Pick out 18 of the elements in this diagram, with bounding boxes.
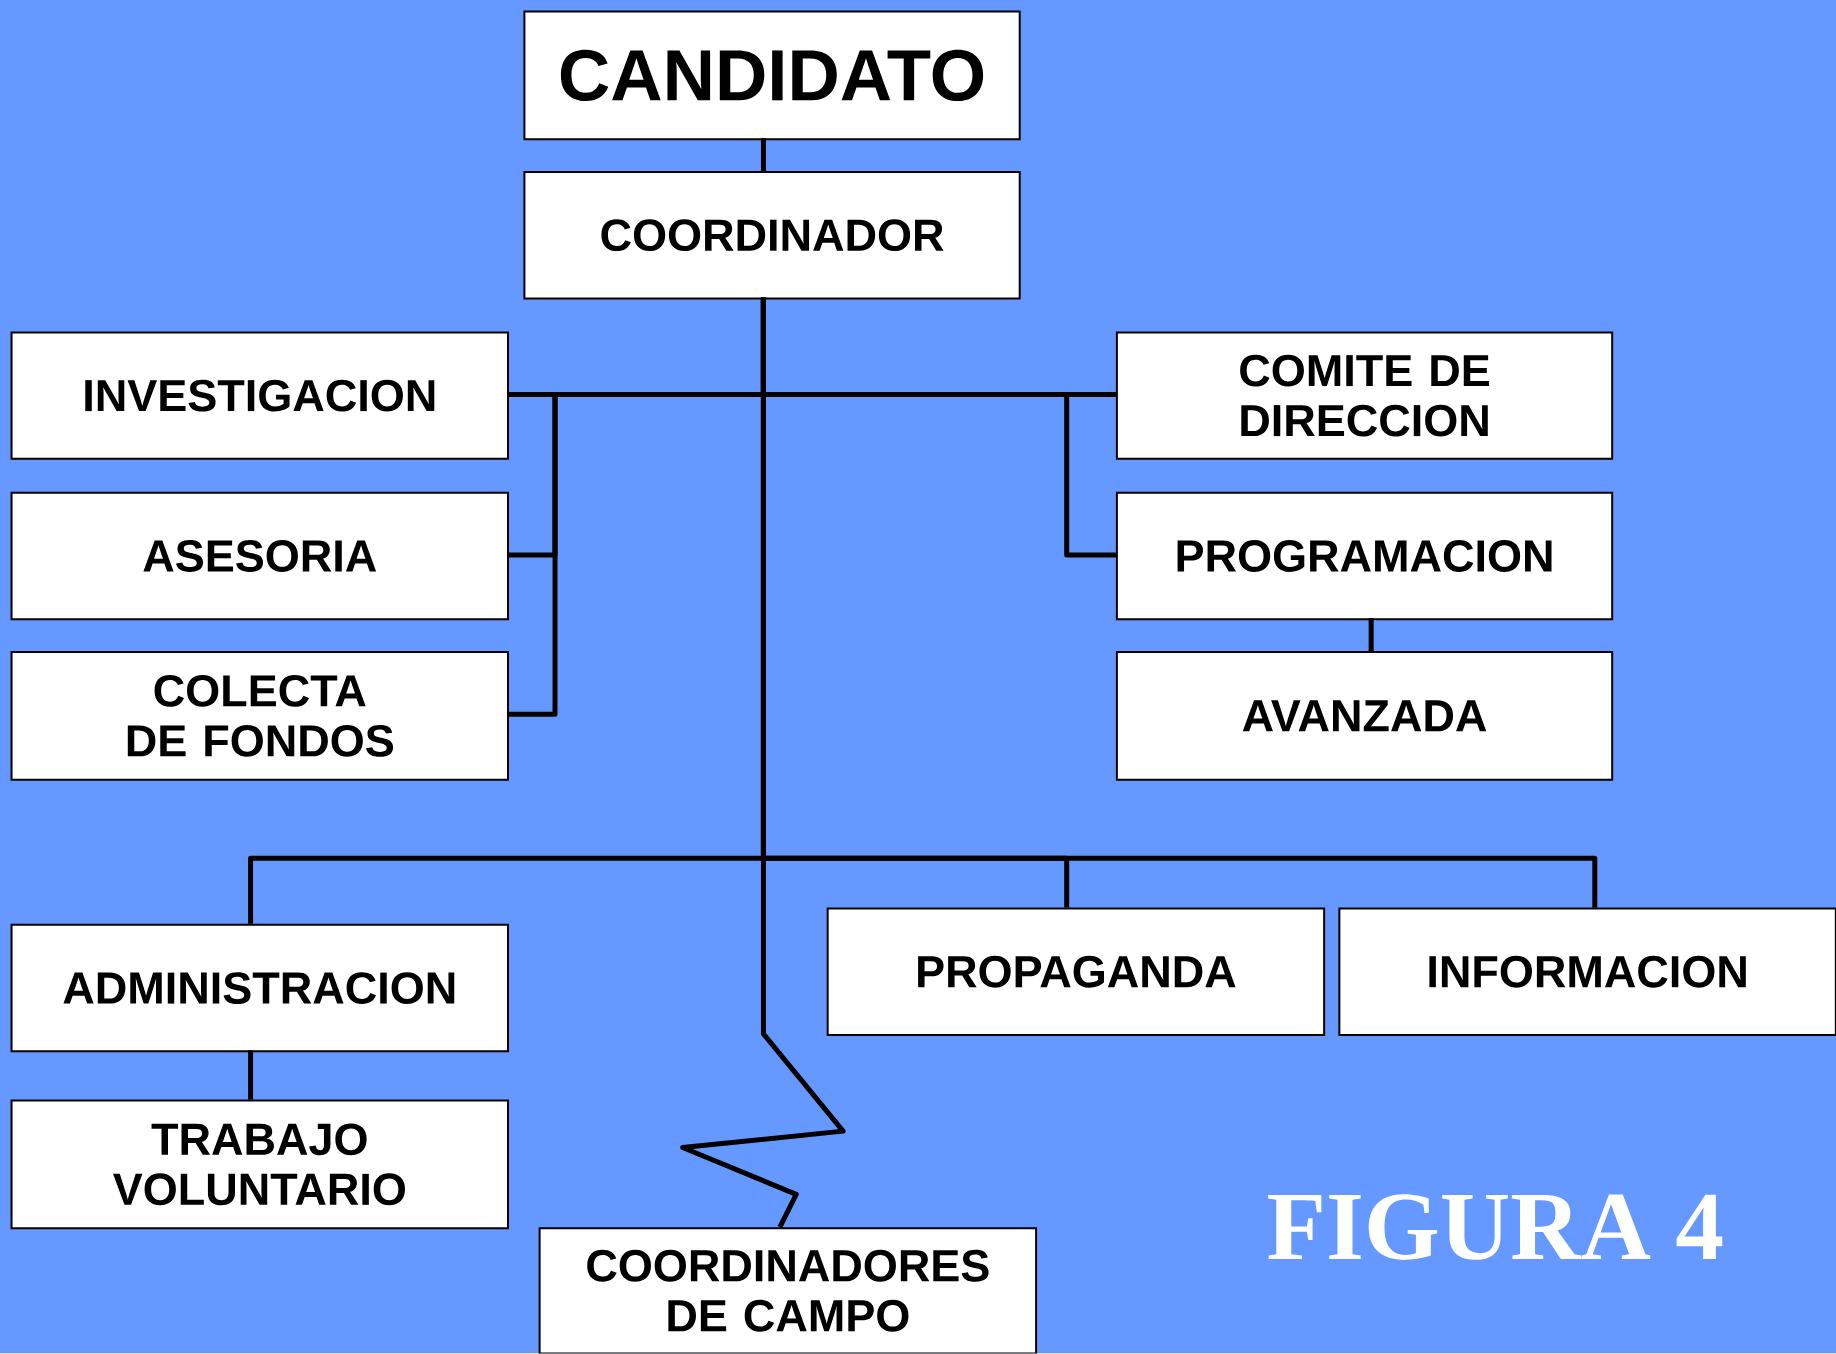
org-box: ADMINISTRACION — [10, 924, 509, 1053]
org-box: COLECTA DE FONDOS — [10, 651, 509, 781]
org-box: COORDINADOR — [523, 171, 1021, 300]
org-box: PROPAGANDA — [826, 907, 1326, 1037]
org-box: TRABAJO VOLUNTARIO — [10, 1099, 509, 1230]
figure-label: FIGURA 4 — [1268, 1194, 1723, 1261]
org-box: INFORMACION — [1338, 907, 1836, 1037]
org-box: PROGRAMACION — [1115, 492, 1614, 621]
org-box: COMITE DE DIRECCION — [1115, 331, 1614, 461]
connector-line — [248, 1050, 254, 1100]
org-box: INVESTIGACION — [10, 331, 509, 461]
connector-line — [760, 138, 766, 172]
org-box: ASESORIA — [10, 492, 509, 621]
connector-line — [680, 297, 846, 1229]
org-box: COORDINADORES DE CAMPO — [538, 1227, 1038, 1354]
org-box: CANDIDATO — [523, 10, 1021, 141]
org-box: AVANZADA — [1115, 651, 1614, 781]
connector-line — [1368, 618, 1374, 652]
